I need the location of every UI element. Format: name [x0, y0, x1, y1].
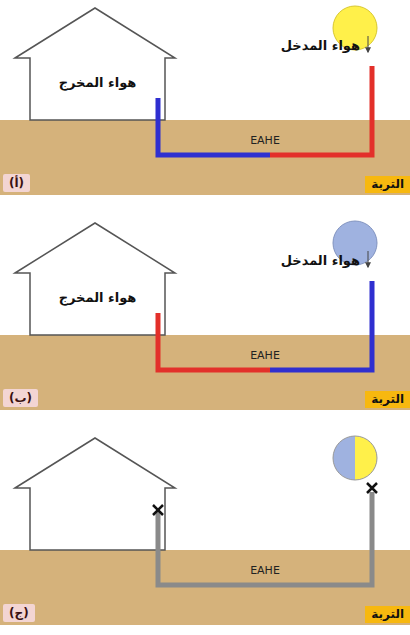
soil-tag: التربة: [365, 606, 410, 623]
pipe-label: EAHE: [250, 134, 280, 147]
panel-letter: (ج): [9, 606, 29, 620]
panel-tag: (أ): [3, 174, 30, 192]
panel-letter: (ب): [9, 391, 32, 405]
house-box: هواء المخرج: [30, 58, 165, 120]
pipe-segment: [158, 492, 372, 585]
pipe-segment: [270, 281, 372, 370]
inlet-arrow: [368, 251, 369, 267]
air-label: هواء المخرج: [59, 75, 137, 90]
house: [15, 438, 175, 550]
panel-tag: (ب): [3, 389, 38, 407]
panel-illustration: [0, 221, 410, 410]
soil-tag: التربة: [365, 391, 410, 408]
soil-tag: التربة: [365, 176, 410, 193]
panel-tag: (ج): [3, 604, 35, 622]
pipe-label: EAHE: [250, 349, 280, 362]
inlet-arrow: [368, 36, 369, 52]
panel-illustration: [0, 436, 410, 625]
closed-end: [367, 483, 377, 493]
pipe-label: EAHE: [250, 564, 280, 577]
pipe-segment: [270, 66, 372, 155]
panel-illustration: [0, 6, 410, 195]
soil-label: التربة: [371, 607, 404, 621]
inlet-air-label: هواء المدخل: [281, 253, 360, 268]
sky-outline: [333, 436, 377, 480]
house-box: هواء المخرج: [30, 273, 165, 335]
air-label: هواء المخرج: [59, 290, 137, 305]
soil-label: التربة: [371, 177, 404, 191]
house: [15, 8, 175, 120]
panel-letter: (أ): [9, 176, 24, 190]
house: [15, 223, 175, 335]
closed-end: [153, 505, 163, 515]
night-half: [333, 436, 355, 480]
soil-label: التربة: [371, 392, 404, 406]
day-half: [355, 436, 377, 480]
inlet-air-label: هواء المدخل: [281, 38, 360, 53]
